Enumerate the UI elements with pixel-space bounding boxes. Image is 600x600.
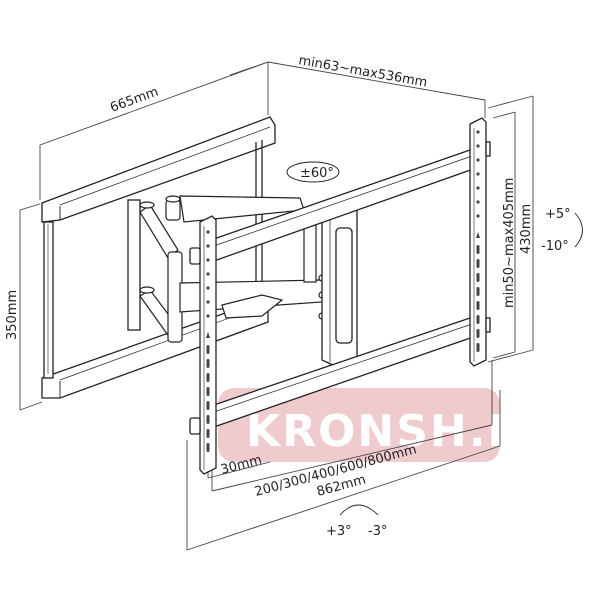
swivel-indicator: ±60° <box>286 161 340 183</box>
vesa-bracket-holes <box>206 130 480 452</box>
level-plus-label: +3° <box>326 524 352 539</box>
tilt-up-label: +5° <box>545 207 571 222</box>
center-mount-block <box>321 202 358 366</box>
level-minus-label: -3° <box>368 524 387 539</box>
watermark-text: KRONSH.RU <box>246 406 561 457</box>
dimension-lines <box>19 61 534 551</box>
tilt-down-label: -10° <box>541 239 569 254</box>
wall-plate <box>41 116 276 399</box>
extension-label: min63~max536mm <box>297 53 428 90</box>
vesa-vertical-label: min50~max405mm <box>502 178 517 308</box>
bracket-height-label: 430mm <box>519 204 534 254</box>
swivel-angle-label: ±60° <box>300 166 334 181</box>
tilt-indicator: +5° -10° <box>541 207 583 254</box>
vesa-bracket-right <box>469 117 491 367</box>
level-adjust-indicator: +3° -3° <box>326 504 387 539</box>
wall-plate-height-label: 350mm <box>5 290 20 340</box>
watermark: KRONSH.RU <box>218 388 561 462</box>
